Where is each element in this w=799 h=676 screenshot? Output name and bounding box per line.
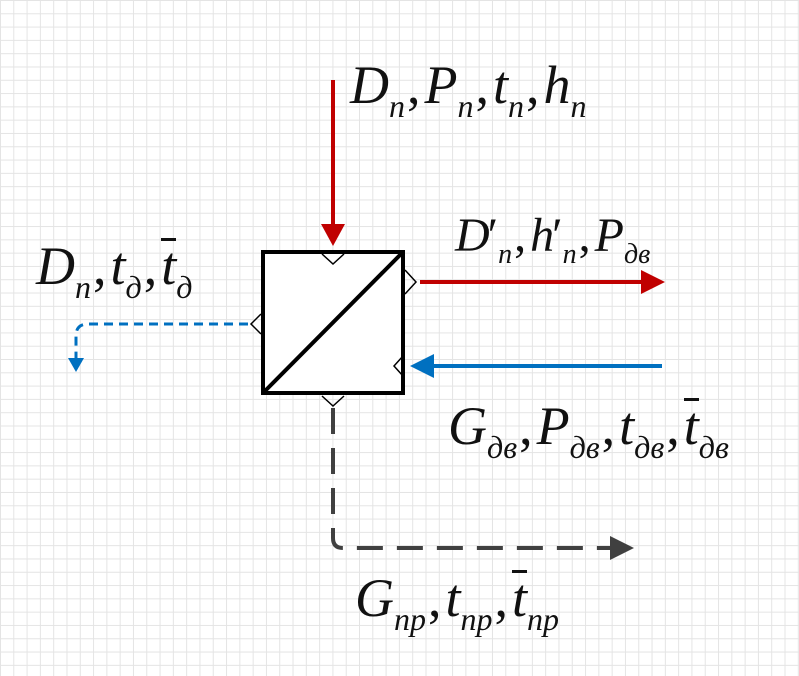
steam-output-label: D′п,h′п,Pдв [455,209,651,270]
port-top-in [321,253,345,266]
drain-output-label: Dп,tд,tд [36,236,193,305]
steam-output-arrow [420,270,665,294]
port-bottom-out [321,395,345,408]
port-left-out [249,313,262,335]
feed-water-input-arrow [410,354,662,378]
port-right-in [392,355,404,377]
port-right-out [404,269,418,295]
steam-input-label: Dп,Pп,tп,hп [350,55,587,124]
feed-water-label: Gдв,Pдв,tдв,tдв [448,396,729,465]
purge-output-arrow [331,408,634,560]
purge-output-label: Gпр,tпр,tпр [355,568,560,637]
heat-exchanger-box [261,250,405,395]
drain-output-arrow [68,322,248,372]
steam-input-arrow [321,80,345,246]
